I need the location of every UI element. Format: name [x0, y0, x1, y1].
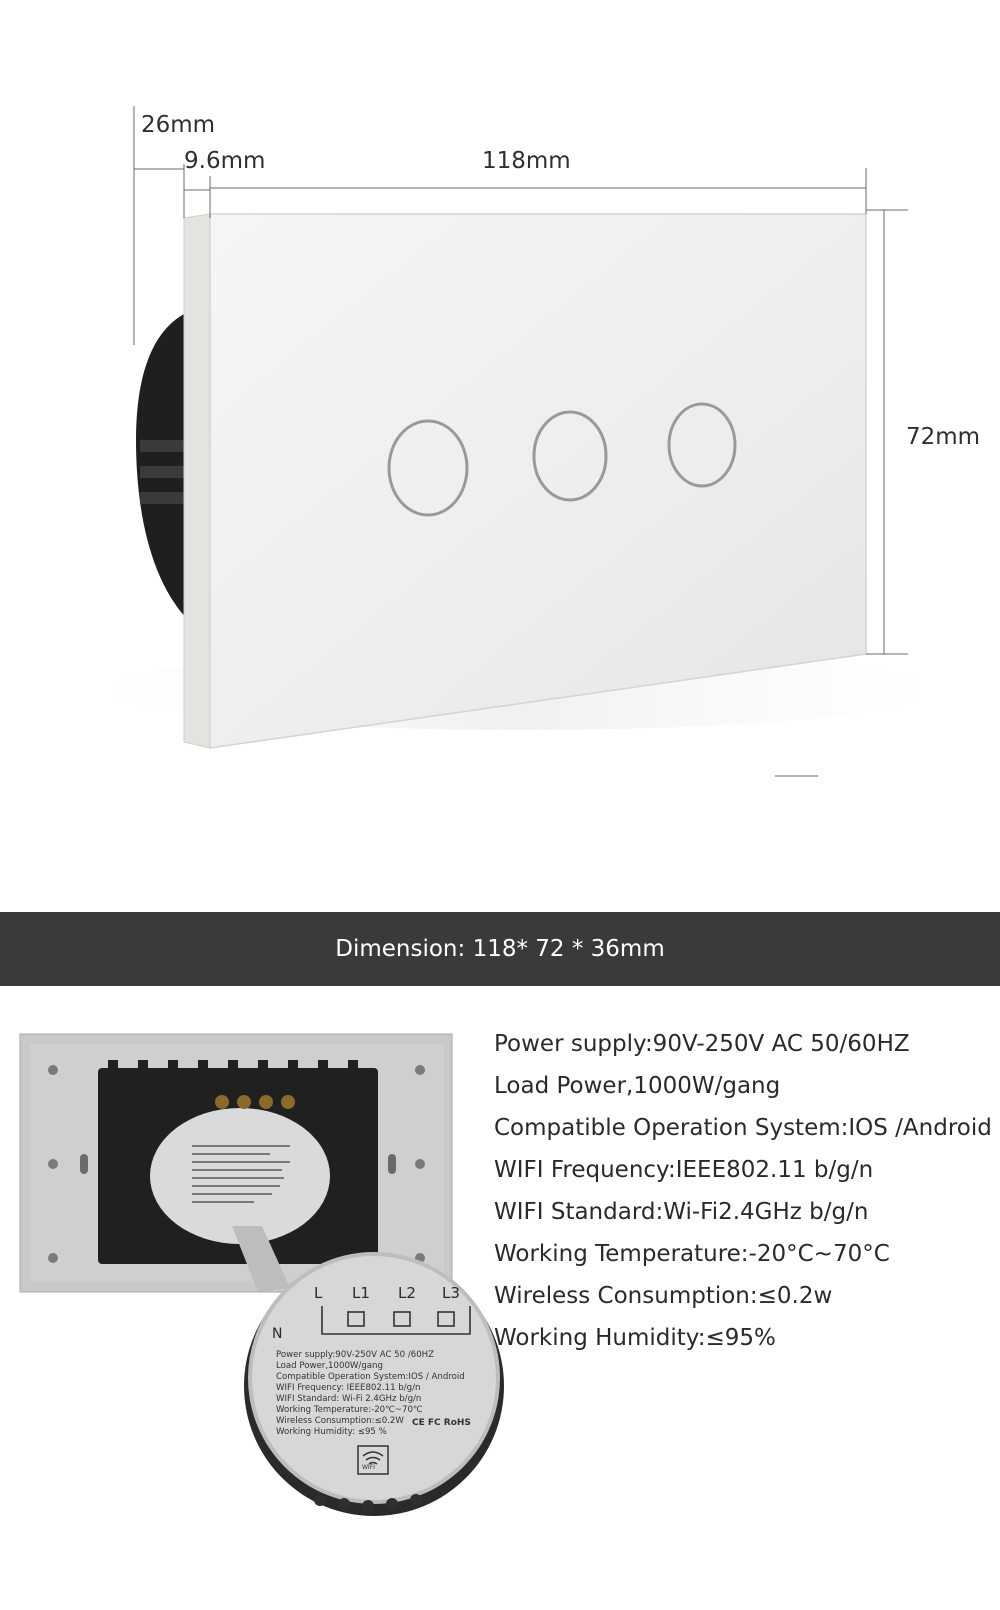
- zoom-circle: [248, 1252, 500, 1504]
- screw-hole: [415, 1159, 425, 1169]
- touch-button-3: [667, 402, 737, 488]
- slot: [80, 1154, 88, 1174]
- spec-compatible-os: Compatible Operation System:IOS /Android: [494, 1115, 992, 1141]
- plate-edge: [183, 213, 211, 749]
- spec-wifi-standard: WIFI Standard:Wi-Fi2.4GHz b/g/n: [494, 1199, 869, 1225]
- height-label: 72mm: [906, 424, 981, 450]
- width-label: 118mm: [482, 148, 571, 174]
- terminal-n: N: [272, 1326, 283, 1342]
- banner-text: Dimension: 118* 72 * 36mm: [335, 936, 665, 962]
- back-fin: [140, 492, 190, 504]
- touch-button-1: [387, 419, 469, 517]
- small-label-text: [192, 1145, 290, 1203]
- wiring-diagram: [321, 1306, 471, 1335]
- spec-working-humidity: Working Humidity:≤95%: [494, 1325, 776, 1351]
- switch-front-illustration: [100, 106, 940, 777]
- spec-wireless-consumption: Wireless Consumption:≤0.2w: [494, 1283, 833, 1309]
- screw-hole: [415, 1065, 425, 1075]
- terminal-labels: L L1 L2 L3: [310, 1282, 510, 1306]
- label-line: Working Temperature:-20℃~70℃: [276, 1405, 423, 1415]
- spec-power-supply: Power supply:90V-250V AC 50/60HZ: [494, 1031, 910, 1057]
- terminal-l3: L3: [442, 1284, 460, 1302]
- wifi-badge-text: WIFI: [362, 1464, 375, 1471]
- callout-pointer: [232, 1226, 290, 1292]
- label-line: Power supply:90V-250V AC 50 /60HZ: [276, 1350, 435, 1360]
- round-label-small: [150, 1108, 330, 1244]
- switch-back-illustration: [19, 1033, 504, 1516]
- screw-hole: [48, 1253, 58, 1263]
- spec-load-power: Load Power,1000W/gang: [494, 1073, 781, 1099]
- label-line: Load Power,1000W/gang: [276, 1361, 383, 1371]
- glass-panel: [209, 213, 867, 749]
- terminal-l1: L1: [352, 1284, 370, 1302]
- housing-teeth: [108, 1060, 358, 1070]
- depth-label: 26mm: [141, 112, 216, 138]
- terminal-screws: [215, 1095, 295, 1109]
- touch-button-2: [532, 410, 608, 502]
- screw-hole: [48, 1065, 58, 1075]
- dimension-photo: 26mm 9.6mm 118mm 72mm: [100, 106, 981, 777]
- label-line: Working Humidity: ≤95 %: [276, 1427, 387, 1437]
- spec-wifi-frequency: WIFI Frequency:IEEE802.11 b/g/n: [494, 1157, 874, 1183]
- certification-marks: CE FC RoHS: [412, 1418, 471, 1428]
- back-fin: [140, 440, 190, 452]
- zoom-label-text: Power supply:90V-250V AC 50 /60HZ Load P…: [276, 1350, 486, 1438]
- slot: [388, 1154, 396, 1174]
- label-line: WIFI Frequency: IEEE802.11 b/g/n: [276, 1383, 421, 1393]
- terminal-l2: L2: [398, 1284, 416, 1302]
- back-fin: [140, 466, 190, 478]
- screw-hole: [48, 1159, 58, 1169]
- label-line: WIFI Standard: Wi-Fi 2.4GHz b/g/n: [276, 1394, 422, 1404]
- terminal-l: L: [314, 1284, 323, 1302]
- wifi-badge-box: [357, 1445, 389, 1475]
- plate-thickness-label: 9.6mm: [184, 148, 266, 174]
- label-line: Compatible Operation System:IOS / Androi…: [276, 1372, 465, 1382]
- wifi-icon: [362, 1451, 384, 1465]
- bottom-teeth: [314, 1494, 422, 1512]
- dimension-banner: Dimension: 118* 72 * 36mm: [0, 912, 1000, 986]
- spec-working-temperature: Working Temperature:-20°C~70°C: [494, 1241, 890, 1267]
- dimension-lines: [133, 106, 908, 777]
- spec-list: Power supply:90V-250V AC 50/60HZ Load Po…: [494, 1023, 992, 1359]
- back-view-section: L L1 L2 L3 N Power supply:90V-250V AC 50…: [0, 986, 1000, 1610]
- label-line: Wireless Consumption:≤0.2W: [276, 1416, 404, 1426]
